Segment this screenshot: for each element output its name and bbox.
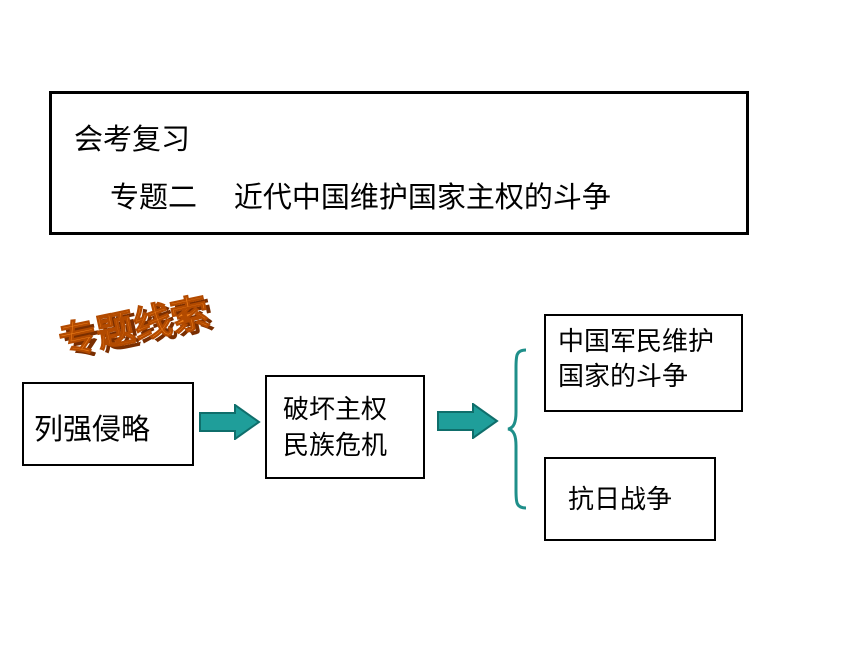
- box-military-civilian-struggle-line1: 中国军民维护: [558, 327, 715, 357]
- banner-text: 专题线索: [55, 289, 213, 356]
- arrow-right-icon: [199, 404, 261, 440]
- title-line-review: 会考复习: [74, 122, 191, 156]
- box-anti-japanese-war-label: 抗日战争: [568, 485, 673, 515]
- box-military-civilian-struggle: 中国军民维护 国家的斗争: [544, 314, 743, 412]
- left-brace-icon: [507, 348, 527, 510]
- box-sovereignty-crisis: 破坏主权 民族危机: [265, 375, 425, 479]
- box-sovereignty-crisis-line1: 破坏主权: [283, 395, 388, 425]
- arrow-right-icon: [437, 403, 499, 439]
- box-foreign-aggression: 列强侵略: [22, 382, 194, 466]
- title-box: 会考复习 专题二 近代中国维护国家主权的斗争: [49, 91, 749, 235]
- box-foreign-aggression-label: 列强侵略: [34, 412, 151, 446]
- topic-clue-banner: 专题线索 专题线索: [55, 289, 218, 356]
- box-military-civilian-struggle-line2: 国家的斗争: [558, 362, 689, 392]
- title-line-topic: 专题二 近代中国维护国家主权的斗争: [110, 180, 611, 214]
- box-anti-japanese-war: 抗日战争: [544, 457, 716, 541]
- box-sovereignty-crisis-line2: 民族危机: [283, 431, 388, 461]
